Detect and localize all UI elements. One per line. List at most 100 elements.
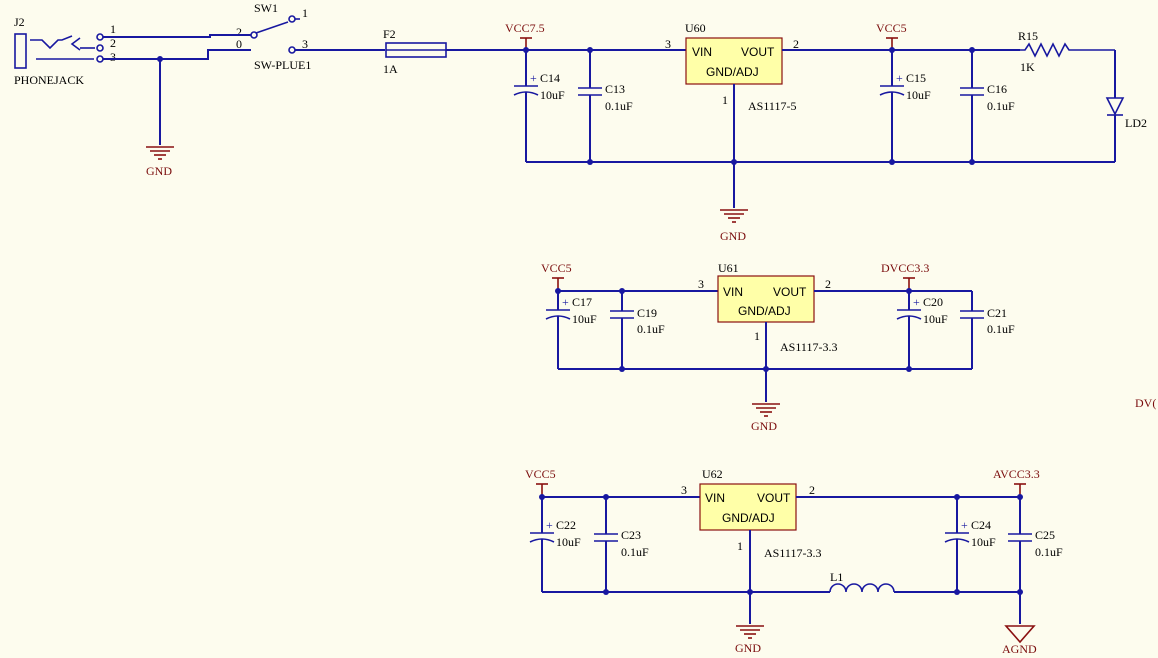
c25-value: 0.1uF bbox=[1035, 545, 1063, 559]
u60-ref: U60 bbox=[685, 21, 706, 35]
junction-jack-ground bbox=[157, 56, 163, 62]
sw1-pin1-label: 1 bbox=[302, 6, 308, 20]
jack-pin3-dot bbox=[96, 55, 104, 63]
f2-value: 1A bbox=[383, 62, 398, 76]
phone-jack-j2[interactable]: J2 1 2 3 PHONEJACK bbox=[14, 15, 116, 87]
net-vcc5-u62: VCC5 bbox=[525, 467, 556, 497]
net-vcc5-top: VCC5 bbox=[876, 21, 907, 50]
switch-sw1[interactable]: SW1 1 2 0 3 SW-PLUE1 bbox=[236, 1, 311, 72]
j2-pin1-label: 1 bbox=[110, 22, 116, 36]
u61-part: AS1117-3.3 bbox=[780, 340, 837, 354]
dv-partial-label: DV( bbox=[1135, 396, 1156, 410]
j2-pin3-label: 3 bbox=[110, 50, 116, 64]
gnd-label-2: GND bbox=[720, 229, 746, 243]
c16-ref: C16 bbox=[987, 82, 1007, 96]
vcc5-label-1: VCC5 bbox=[876, 21, 907, 35]
vcc5-label-3: VCC5 bbox=[525, 467, 556, 481]
avcc33-label: AVCC3.3 bbox=[993, 467, 1040, 481]
capacitor-c22[interactable]: + C22 10uF bbox=[529, 497, 581, 592]
u62-ref: U62 bbox=[702, 467, 723, 481]
svg-text:+: + bbox=[530, 71, 537, 85]
r15-body bbox=[1020, 42, 1115, 58]
u60-pin-gnd: 1 bbox=[722, 93, 728, 107]
svg-text:+: + bbox=[896, 71, 903, 85]
u60-vin: VIN bbox=[692, 45, 712, 59]
capacitor-c23[interactable]: C23 0.1uF bbox=[594, 497, 649, 592]
j2-pin2-label: 2 bbox=[110, 36, 116, 50]
capacitor-c13[interactable]: C13 0.1uF bbox=[578, 50, 633, 162]
c23-value: 0.1uF bbox=[621, 545, 649, 559]
gnd-label-4: GND bbox=[735, 641, 761, 655]
capacitor-c24[interactable]: + C24 10uF bbox=[944, 497, 996, 592]
c16-value: 0.1uF bbox=[987, 99, 1015, 113]
capacitor-c14[interactable]: + C14 10uF bbox=[513, 50, 565, 162]
inductor-l1[interactable]: L1 bbox=[829, 570, 895, 593]
c15-value: 10uF bbox=[906, 88, 931, 102]
sw1-pin3-label: 3 bbox=[302, 37, 308, 51]
capacitor-c19[interactable]: C19 0.1uF bbox=[610, 291, 665, 369]
u62-pin-gnd: 1 bbox=[737, 539, 743, 553]
r15-value: 1K bbox=[1020, 60, 1035, 74]
c24-ref: C24 bbox=[971, 518, 991, 532]
capacitor-c17[interactable]: + C17 10uF bbox=[545, 291, 597, 369]
capacitor-c25[interactable]: C25 0.1uF bbox=[1008, 497, 1063, 624]
resistor-r15[interactable]: R15 1K bbox=[1018, 29, 1115, 74]
wire-jack-pin1 bbox=[103, 34, 251, 38]
net-vcc75: VCC7.5 bbox=[505, 21, 545, 50]
fuse-f2[interactable]: F2 1A bbox=[383, 27, 447, 76]
u60-part: AS1117-5 bbox=[748, 99, 796, 113]
u62-vout: VOUT bbox=[757, 491, 791, 505]
sw1-pin3-dot bbox=[288, 46, 296, 54]
c15-ref: C15 bbox=[906, 71, 926, 85]
u62-body bbox=[699, 483, 797, 531]
c22-ref: C22 bbox=[556, 518, 576, 532]
capacitor-c16[interactable]: C16 0.1uF bbox=[960, 50, 1015, 162]
l1-coil bbox=[829, 583, 895, 593]
gnd-label-1: GND bbox=[146, 164, 172, 178]
c22-value: 10uF bbox=[556, 535, 581, 549]
c17-value: 10uF bbox=[572, 312, 597, 326]
u62-gnd: GND/ADJ bbox=[722, 511, 775, 525]
u61-vout: VOUT bbox=[773, 285, 807, 299]
u62-pin-out: 2 bbox=[809, 483, 815, 497]
jack-contact bbox=[30, 35, 73, 50]
vcc75-label: VCC7.5 bbox=[505, 21, 545, 35]
u61-pin-in: 3 bbox=[698, 277, 704, 291]
j2-name: PHONEJACK bbox=[14, 73, 84, 87]
u61-body bbox=[717, 275, 815, 323]
svg-text:+: + bbox=[913, 295, 920, 309]
jack-tip-arrow bbox=[70, 37, 81, 51]
sw1-blade bbox=[255, 21, 289, 34]
led-ld2[interactable]: LD2 bbox=[1105, 50, 1147, 162]
regulator-u62[interactable]: U62 VIN VOUT GND/ADJ 3 2 1 AS1117-3.3 bbox=[681, 467, 821, 560]
svg-text:+: + bbox=[562, 295, 569, 309]
capacitor-c15[interactable]: + C15 10uF bbox=[879, 50, 931, 162]
dvcc33-label: DVCC3.3 bbox=[881, 261, 929, 275]
capacitor-c20[interactable]: + C20 10uF bbox=[896, 291, 948, 369]
svg-text:+: + bbox=[961, 518, 968, 532]
regulator-u61[interactable]: U61 VIN VOUT GND/ADJ 3 2 1 AS1117-3.3 bbox=[698, 261, 837, 354]
sw1-pin1-dot bbox=[288, 15, 296, 23]
gnd-symbol-4: GND bbox=[735, 625, 764, 655]
c21-ref: C21 bbox=[987, 306, 1007, 320]
regulator-u60[interactable]: U60 VIN VOUT GND/ADJ 3 2 1 AS1117-5 bbox=[665, 21, 799, 113]
capacitor-c21[interactable]: C21 0.1uF bbox=[960, 291, 1015, 369]
c25-ref: C25 bbox=[1035, 528, 1055, 542]
u61-vin: VIN bbox=[723, 285, 743, 299]
c17-ref: C17 bbox=[572, 295, 592, 309]
c23-ref: C23 bbox=[621, 528, 641, 542]
u60-vout: VOUT bbox=[741, 45, 775, 59]
net-dvcc33: DVCC3.3 bbox=[881, 261, 929, 291]
u61-pin-gnd: 1 bbox=[754, 329, 760, 343]
j2-ref: J2 bbox=[14, 15, 25, 29]
c14-value: 10uF bbox=[540, 88, 565, 102]
gnd-symbol-3: GND bbox=[751, 403, 780, 433]
agnd-symbol: AGND bbox=[1002, 625, 1037, 656]
c21-value: 0.1uF bbox=[987, 322, 1015, 336]
u60-pin-in: 3 bbox=[665, 37, 671, 51]
svg-text:+: + bbox=[546, 518, 553, 532]
jack-pin1-dot bbox=[96, 33, 104, 41]
r15-ref: R15 bbox=[1018, 29, 1038, 43]
sw1-pin0-label: 0 bbox=[236, 37, 242, 51]
